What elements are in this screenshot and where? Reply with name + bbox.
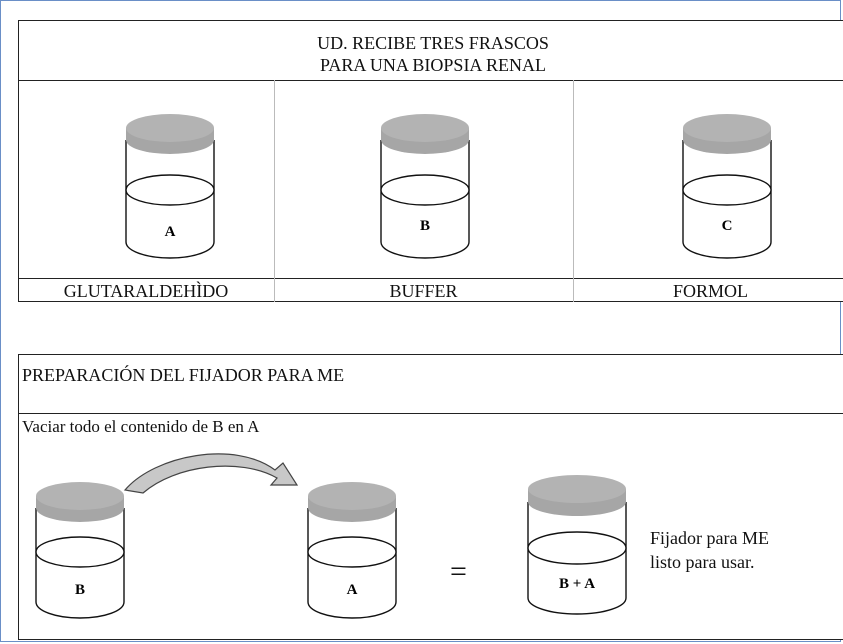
jar-b-label: B xyxy=(420,218,430,234)
top-table-col-divider-2 xyxy=(573,80,574,302)
jar-b-name: BUFFER xyxy=(389,281,458,301)
result-description-line1: Fijador para ME xyxy=(650,528,769,548)
bottom-table xyxy=(18,354,843,640)
jar-b-graphic: B xyxy=(380,114,470,259)
top-table-header-line1: UD. RECIBE TRES FRASCOS xyxy=(317,33,549,53)
top-table-header-divider xyxy=(18,80,843,81)
jar-c-graphic: C xyxy=(682,114,772,259)
jar-source-label: B xyxy=(75,582,85,598)
jar-c-name: FORMOL xyxy=(672,281,748,301)
bottom-table-title: PREPARACIÓN DEL FIJADOR PARA ME xyxy=(22,365,345,385)
equals-sign: = xyxy=(450,555,467,588)
top-table-footer-divider xyxy=(18,278,843,279)
jar-result-label: B + A xyxy=(559,576,595,592)
jar-c-label: C xyxy=(722,218,733,234)
jar-a-name: GLUTARALDEHÌDO xyxy=(63,281,229,301)
jar-a-graphic: A xyxy=(125,114,215,259)
bottom-table-instruction: Vaciar todo el contenido de B en A xyxy=(22,417,260,436)
bottom-table-divider xyxy=(18,413,843,414)
jar-result-graphic: B + A xyxy=(527,475,627,615)
pour-arrow-icon xyxy=(123,453,299,494)
jar-target-graphic: A xyxy=(307,482,397,619)
jar-target-label: A xyxy=(347,582,358,598)
top-table-header-line2: PARA UNA BIOPSIA RENAL xyxy=(320,55,546,75)
jar-source-graphic: B xyxy=(35,482,125,619)
jar-a-label: A xyxy=(165,224,176,240)
top-table-col-divider-1 xyxy=(274,80,275,302)
result-description-line2: listo para usar. xyxy=(650,552,755,572)
